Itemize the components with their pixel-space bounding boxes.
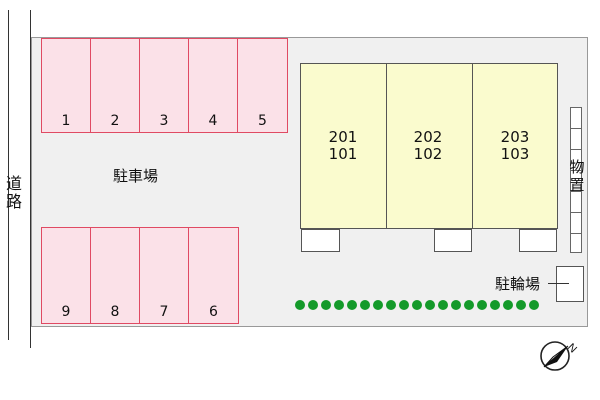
shrub <box>477 300 487 310</box>
shrub <box>334 300 344 310</box>
parking-space-number: 4 <box>208 113 218 129</box>
parking-space[interactable]: 4 <box>188 38 238 133</box>
unit-label-lower: 102 <box>413 145 443 163</box>
unit-label-upper: 201 <box>328 128 358 146</box>
parking-space[interactable]: 6 <box>188 227 239 324</box>
north-compass-icon: N <box>540 341 579 371</box>
apartment-building <box>300 63 558 229</box>
shrub <box>516 300 526 310</box>
unit-divider <box>386 63 387 229</box>
compass-needle-outline <box>543 345 569 368</box>
shrub <box>360 300 370 310</box>
parking-space-number: 9 <box>61 304 71 320</box>
storage-cell <box>570 212 582 234</box>
parking-space-number: 5 <box>258 113 267 129</box>
parking-space[interactable]: 7 <box>139 227 189 324</box>
parking-space-number: 8 <box>110 304 120 320</box>
unit-label-upper: 202 <box>413 128 443 146</box>
shrub <box>308 300 318 310</box>
road-label: 道路 <box>6 174 23 211</box>
shrub <box>438 300 448 310</box>
bicycle-parking-area <box>556 266 584 302</box>
unit-divider <box>472 63 473 229</box>
parking-space-number: 6 <box>209 304 218 320</box>
shrub <box>412 300 422 310</box>
storage-label: 物置 <box>569 158 585 194</box>
storage-cell <box>570 233 582 253</box>
parking-space-number: 1 <box>61 113 71 129</box>
parking-space[interactable]: 2 <box>90 38 140 133</box>
parking-space-number: 7 <box>159 304 169 320</box>
shrub <box>425 300 435 310</box>
parking-space[interactable]: 3 <box>139 38 189 133</box>
parking-space[interactable]: 5 <box>237 38 288 133</box>
road-edge-right <box>30 10 31 348</box>
shrub <box>321 300 331 310</box>
bicycle-parking-label: 駐輪場 <box>495 275 541 293</box>
parking-space-number: 2 <box>110 113 120 129</box>
shrub <box>490 300 500 310</box>
parking-space[interactable]: 1 <box>41 38 91 133</box>
parking-space[interactable]: 8 <box>90 227 140 324</box>
parking-space-number: 3 <box>159 113 169 129</box>
shrub <box>399 300 409 310</box>
parking-space[interactable]: 9 <box>41 227 91 324</box>
road-edge-left <box>8 10 9 340</box>
unit-label-upper: 203 <box>500 128 530 146</box>
entrance-step <box>434 229 472 252</box>
unit-label-lower: 101 <box>328 145 358 163</box>
entrance-step <box>519 229 557 252</box>
shrub <box>295 300 305 310</box>
shrub <box>386 300 396 310</box>
shrub <box>503 300 513 310</box>
unit-label-lower: 103 <box>500 145 530 163</box>
storage-cell <box>570 107 582 129</box>
bicycle-parking-leader-line <box>548 283 569 284</box>
parking-label: 駐車場 <box>113 167 159 185</box>
shrub <box>347 300 357 310</box>
shrub <box>373 300 383 310</box>
storage-cell <box>570 191 582 213</box>
shrub <box>451 300 461 310</box>
shrub <box>464 300 474 310</box>
entrance-step <box>301 229 340 252</box>
shrub <box>529 300 539 310</box>
storage-cell <box>570 128 582 150</box>
